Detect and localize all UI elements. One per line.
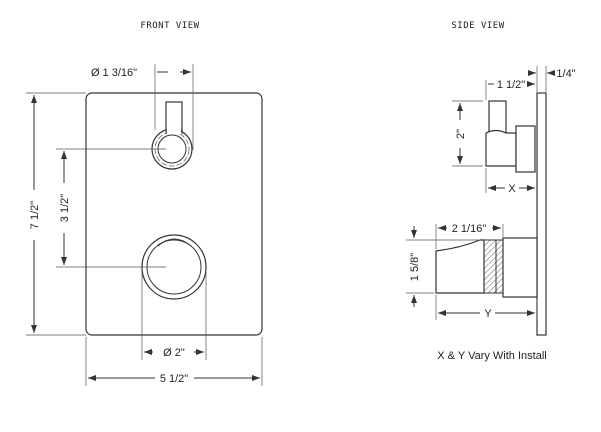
small-diameter-dimension: Ø 1 3/16" xyxy=(91,67,137,79)
lower-height-dimension: 1 5/8" xyxy=(409,253,421,281)
width-dimension: 5 1/2" xyxy=(160,373,188,385)
plate-thickness-dimension: 1/4" xyxy=(556,68,575,80)
side-lower-hatched-section xyxy=(483,239,504,294)
side-lower-escutcheon xyxy=(502,237,538,298)
upper-depth-dimension: 1 1/2" xyxy=(497,79,525,91)
side-upper-flange xyxy=(515,125,536,173)
install-note: X & Y Vary With Install xyxy=(437,350,546,362)
diverter-lever xyxy=(165,101,183,131)
lower-depth-dimension: 2 1/16" xyxy=(452,223,487,235)
center-spacing-dimension: 3 1/2" xyxy=(59,194,71,222)
upper-height-dimension: 2" xyxy=(455,129,467,139)
side-plate xyxy=(536,92,547,336)
y-dimension: Y xyxy=(484,308,492,320)
side-upper-body xyxy=(485,129,517,167)
large-diameter-dimension: Ø 2" xyxy=(163,347,185,359)
x-dimension: X xyxy=(508,183,516,195)
side-view: SIDE VIEW 1/4" 1 1/2" 2" X xyxy=(406,21,576,362)
height-dimension: 7 1/2" xyxy=(29,201,41,229)
trim-plate xyxy=(85,92,263,336)
side-lower-handle xyxy=(435,239,485,294)
side-lever xyxy=(488,100,507,134)
front-view: FRONT VIEW 7 1/2" 3 1/2" xyxy=(26,21,263,386)
front-view-title: FRONT VIEW xyxy=(140,21,199,31)
side-view-title: SIDE VIEW xyxy=(451,21,504,31)
